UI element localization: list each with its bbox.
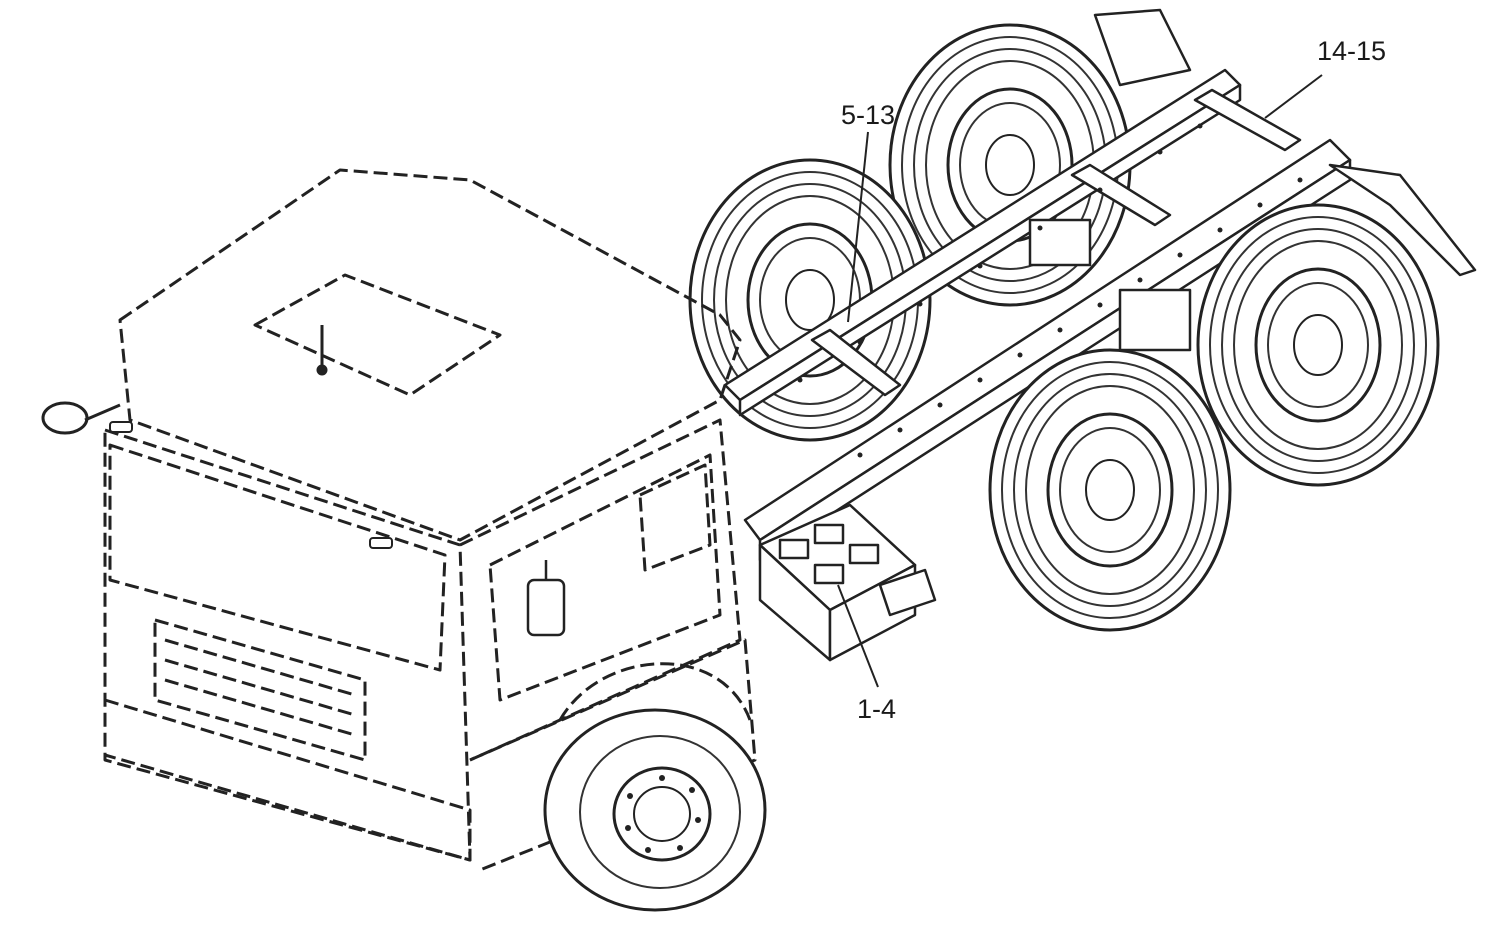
front-wheel — [543, 708, 767, 912]
leader-line-5-13 — [847, 131, 869, 323]
callout-label-5-13: 5-13 — [841, 100, 896, 130]
callout-label-1-4: 1-4 — [857, 694, 897, 724]
battery-box — [758, 503, 937, 662]
chassis-frame — [723, 8, 1477, 562]
leader-line-14-15 — [1264, 74, 1323, 119]
leader-lines — [837, 74, 1323, 688]
mirror — [41, 401, 121, 435]
rear-wheel-near-2 — [988, 348, 1232, 632]
cab-side-component — [526, 560, 566, 637]
antenna — [316, 325, 328, 376]
roof-lamps — [109, 421, 393, 549]
rear-wheel-near-1 — [1196, 203, 1440, 487]
leader-line-1-4 — [837, 584, 879, 688]
cab-outline — [103, 168, 757, 872]
front-fender — [558, 662, 752, 721]
callout-label-14-15: 14-15 — [1317, 36, 1387, 66]
